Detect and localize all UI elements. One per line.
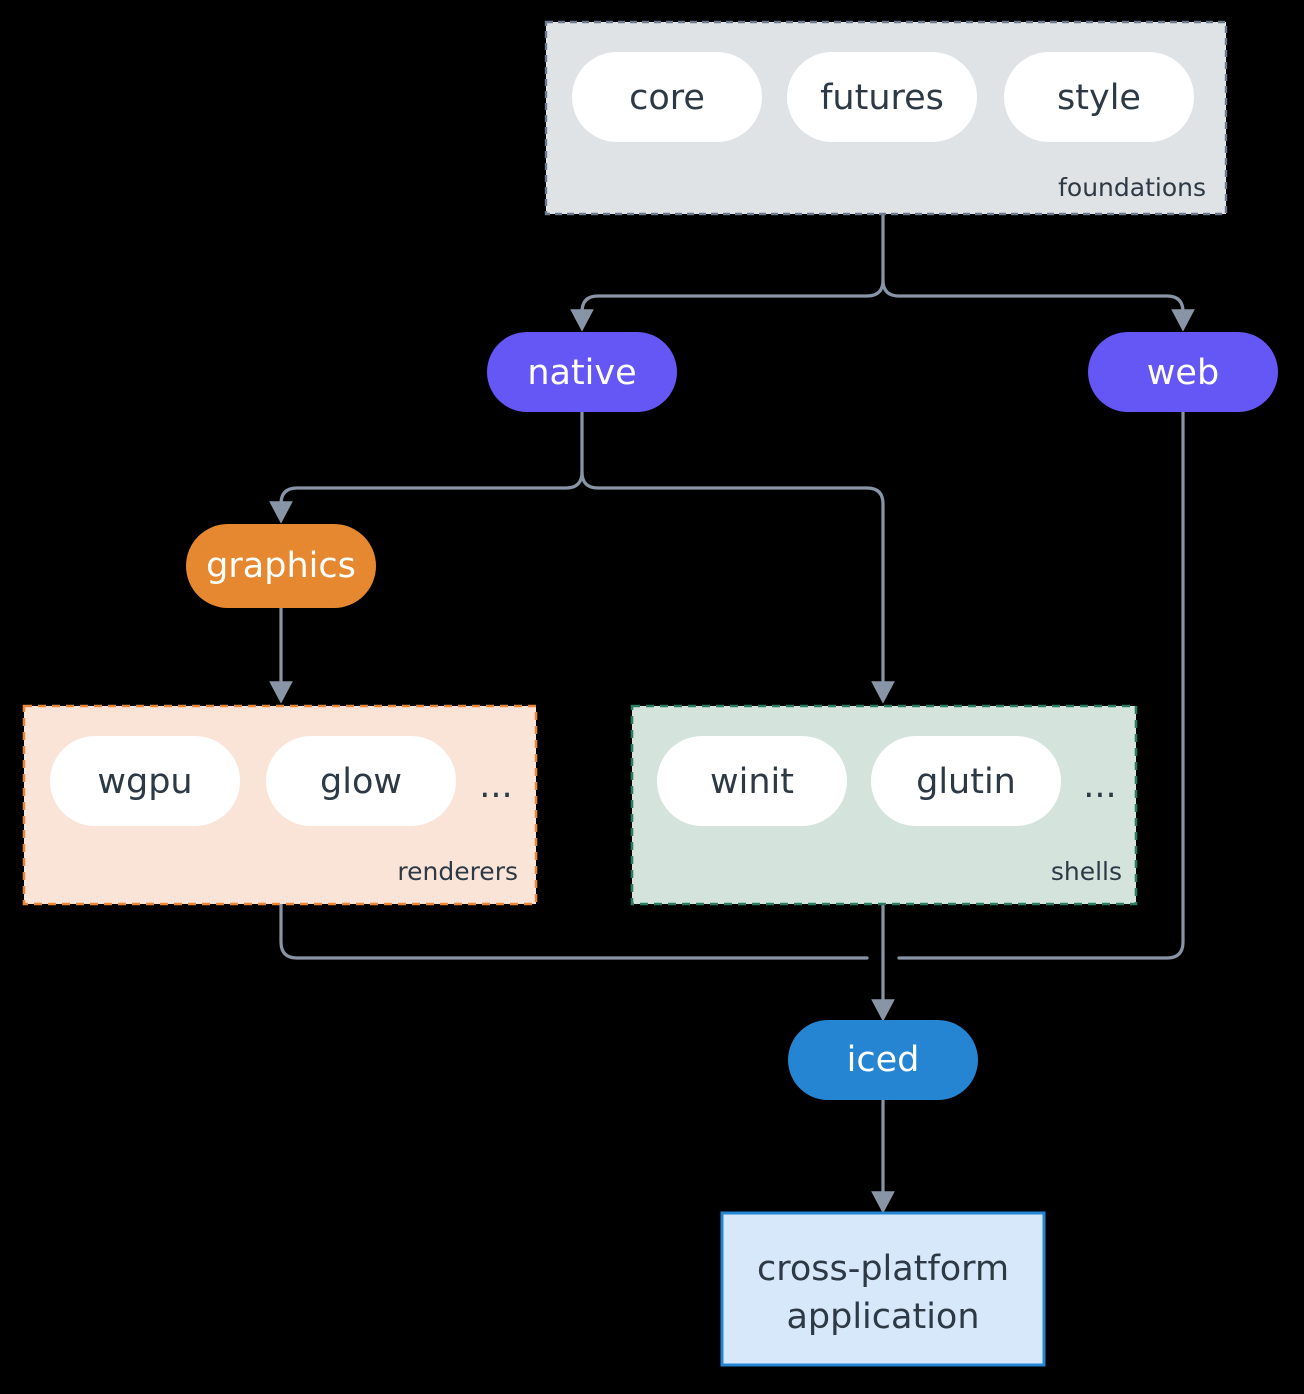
- node-application-shape[interactable]: [720, 1211, 1046, 1367]
- node-application-label-line1: cross-platform: [757, 1249, 1009, 1289]
- pill-wgpu-label: wgpu: [97, 762, 192, 802]
- node-iced-shape[interactable]: [788, 1020, 978, 1100]
- edge-layer: [269, 212, 1195, 1214]
- pill-winit: winit: [657, 736, 847, 826]
- node-web-label: web: [1147, 353, 1219, 393]
- node-native-shape[interactable]: [487, 332, 677, 412]
- edge-native-to-shells: [580, 470, 895, 704]
- node-graphics-label: graphics: [206, 546, 356, 586]
- pill-wgpu: wgpu: [50, 736, 240, 826]
- pill-winit-label: winit: [710, 762, 794, 802]
- node-web[interactable]: web: [1088, 332, 1278, 412]
- renderers-ellipsis: ...: [479, 766, 512, 806]
- pill-style: style: [1004, 52, 1194, 142]
- edge-foundations-to-native: [570, 278, 885, 332]
- edge-foundations-to-web: [881, 278, 1195, 332]
- group-shells: winit glutin ... shells: [630, 704, 1138, 906]
- node-native-label: native: [527, 353, 636, 393]
- node-application-label-line2: application: [786, 1297, 979, 1337]
- foundations-caption: foundations: [1058, 173, 1206, 202]
- group-foundations: core futures style foundations: [544, 20, 1228, 216]
- node-application[interactable]: cross-platform application: [720, 1211, 1046, 1367]
- pill-style-label: style: [1057, 78, 1141, 118]
- node-web-shape[interactable]: [1088, 332, 1278, 412]
- shells-caption: shells: [1051, 857, 1122, 886]
- node-graphics[interactable]: graphics: [186, 524, 376, 608]
- pill-glow-label: glow: [320, 762, 402, 802]
- edge-web-to-iced: [897, 410, 1185, 960]
- pill-wgpu-shape: [50, 736, 240, 826]
- edge-native-to-graphics: [269, 470, 584, 524]
- edge-renderers-to-iced: [279, 902, 869, 960]
- pill-glow-shape: [266, 736, 456, 826]
- pill-glutin-shape: [871, 736, 1061, 826]
- renderers-caption: renderers: [397, 857, 518, 886]
- pill-winit-shape: [657, 736, 847, 826]
- group-renderers: wgpu glow ... renderers: [22, 704, 538, 906]
- node-iced-label: iced: [847, 1040, 920, 1080]
- pill-glow: glow: [266, 736, 456, 826]
- pill-core: core: [572, 52, 762, 142]
- shells-ellipsis: ...: [1083, 766, 1116, 806]
- pill-glutin-label: glutin: [916, 762, 1016, 802]
- node-graphics-shape[interactable]: [186, 524, 376, 608]
- pill-style-shape: [1004, 52, 1194, 142]
- pill-core-label: core: [629, 78, 705, 118]
- pill-futures-label: futures: [820, 78, 944, 118]
- pill-core-shape: [572, 52, 762, 142]
- pill-futures-shape: [787, 52, 977, 142]
- pill-futures: futures: [787, 52, 977, 142]
- node-native[interactable]: native: [487, 332, 677, 412]
- node-iced[interactable]: iced: [788, 1020, 978, 1100]
- pill-glutin: glutin: [871, 736, 1061, 826]
